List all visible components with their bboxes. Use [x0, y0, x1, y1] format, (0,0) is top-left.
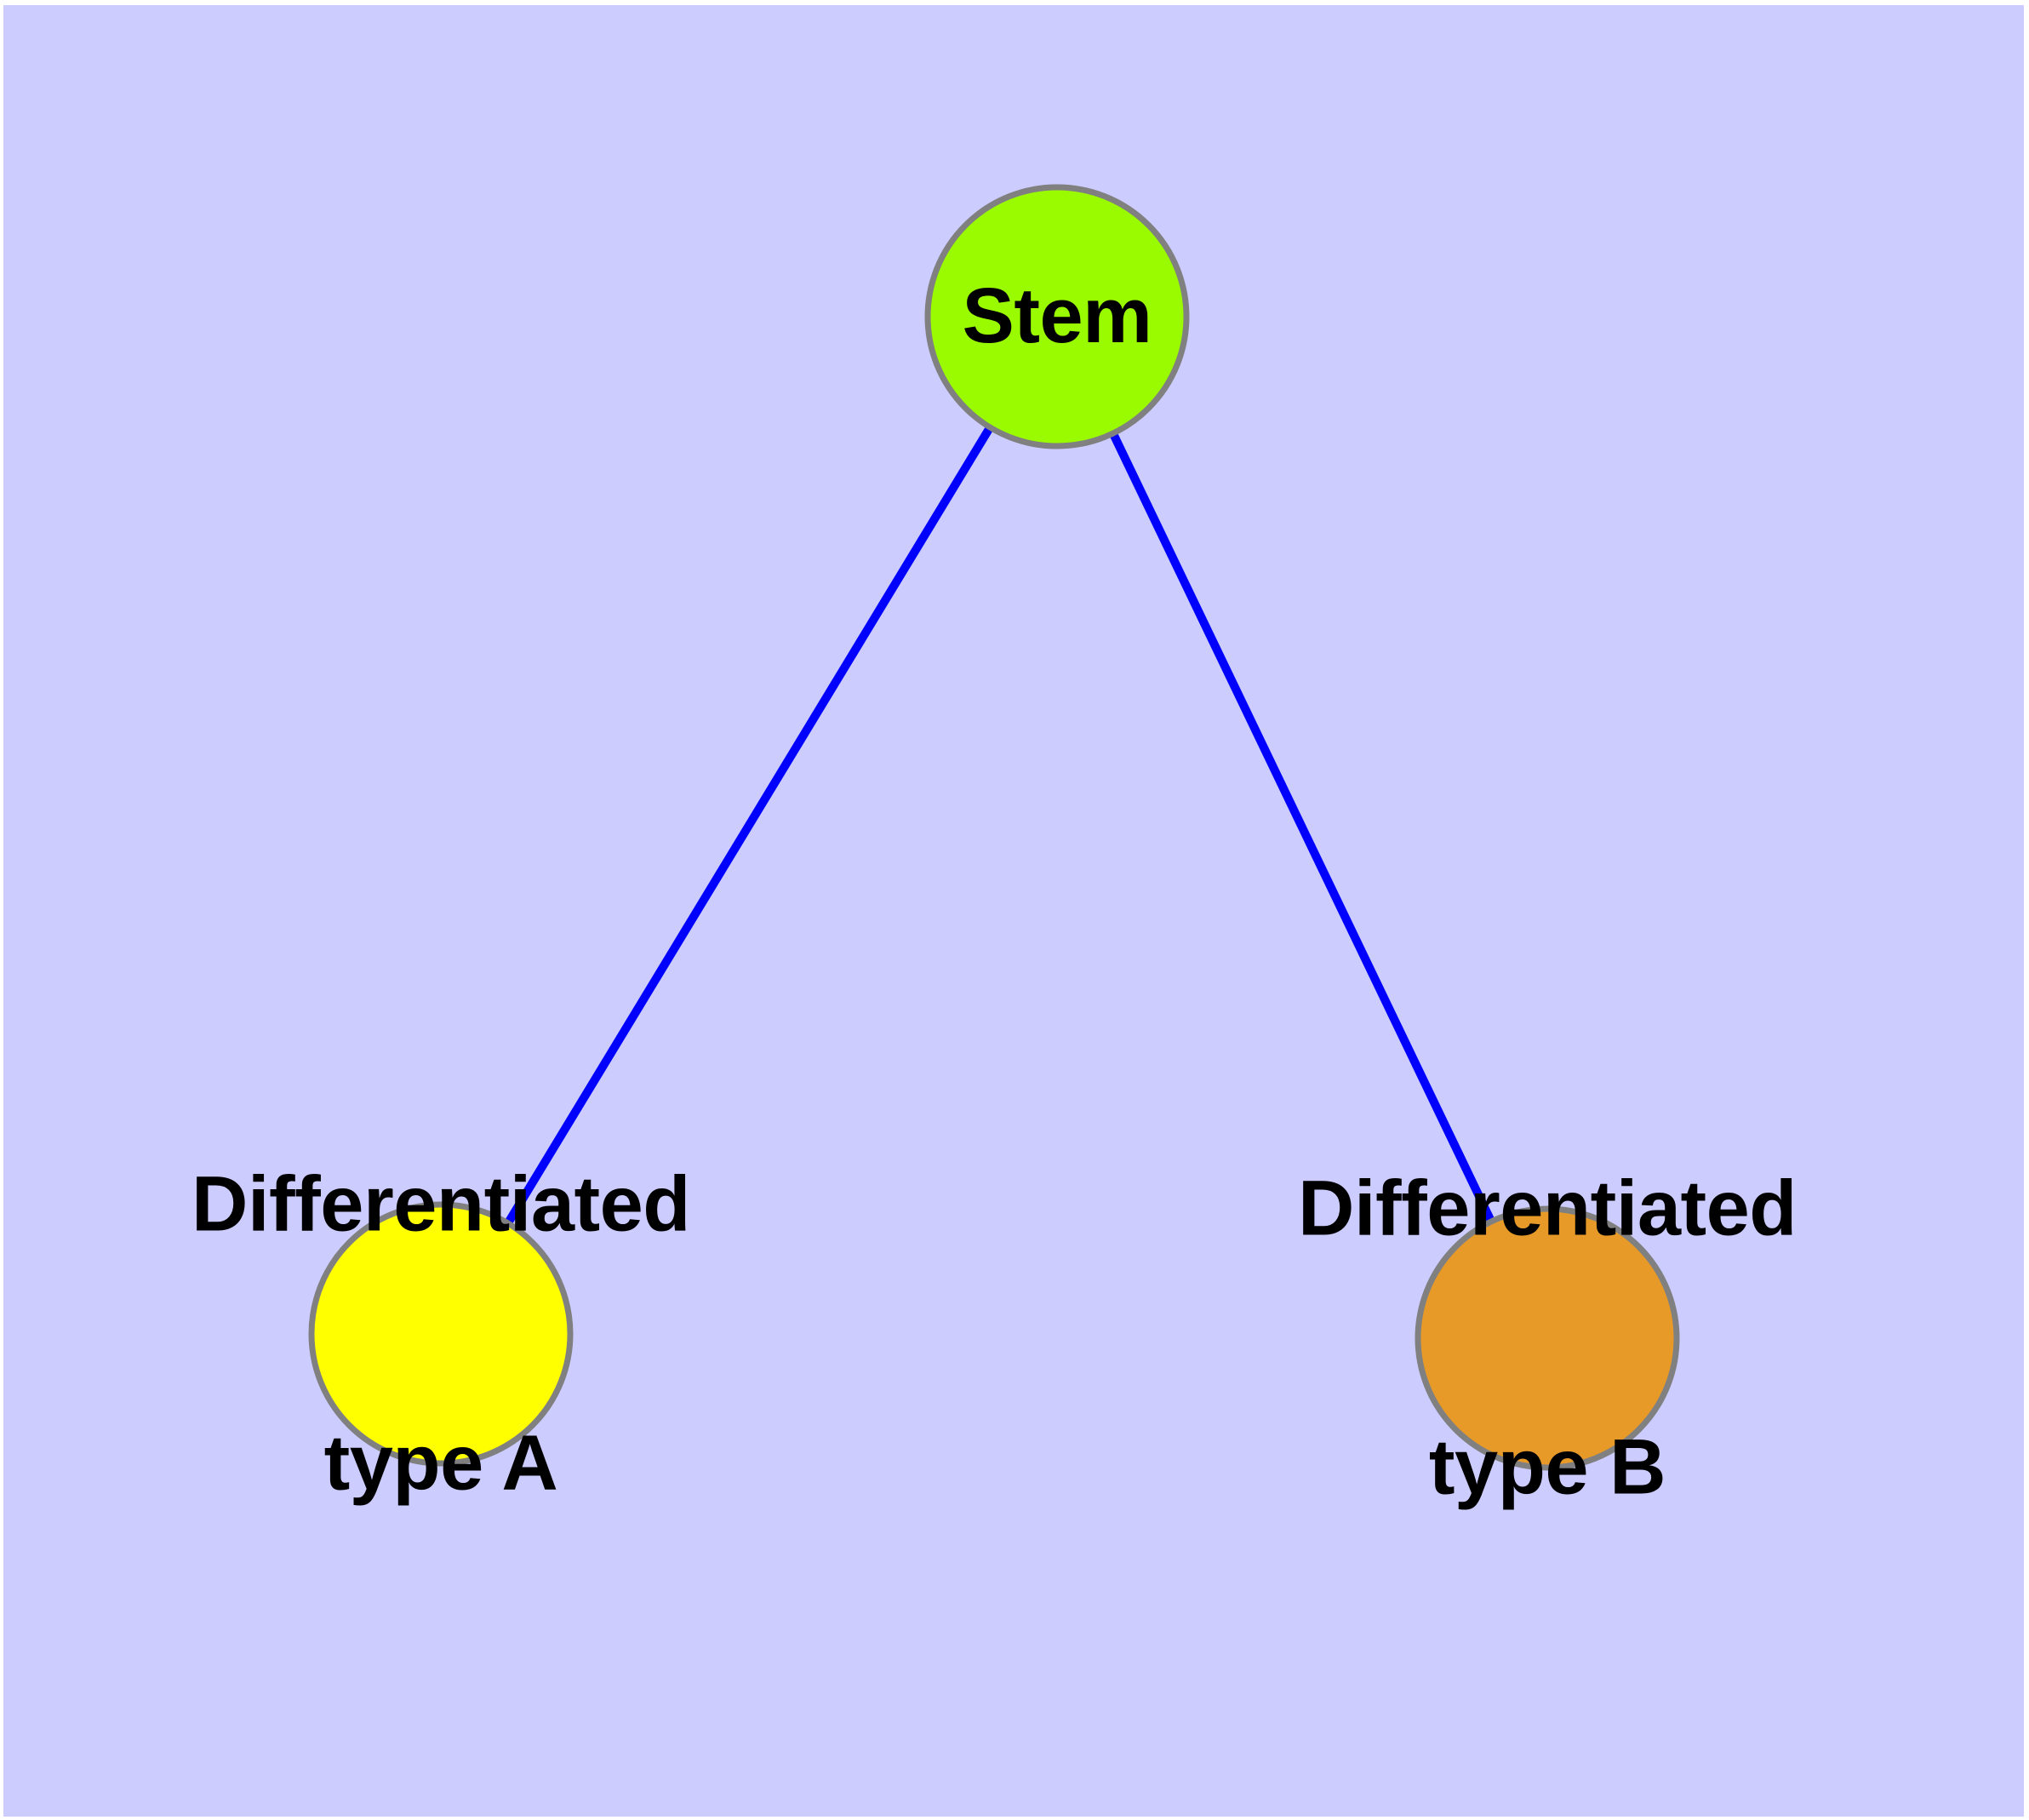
graph-svg	[308, 184, 1680, 1471]
node-stem[interactable]	[924, 184, 1190, 449]
edge-stem-to-differentiated-b[interactable]	[1053, 314, 1552, 1341]
node-differentiated-type-a[interactable]	[308, 1201, 574, 1467]
edge-stem-to-differentiated-a[interactable]	[437, 314, 1061, 1336]
node-layer	[308, 184, 1680, 1471]
node-differentiated-type-b[interactable]	[1415, 1205, 1680, 1471]
edge-layer	[437, 314, 1552, 1341]
diagram-canvas: Stem Differentiated type A Differentiate…	[3, 5, 2024, 1817]
